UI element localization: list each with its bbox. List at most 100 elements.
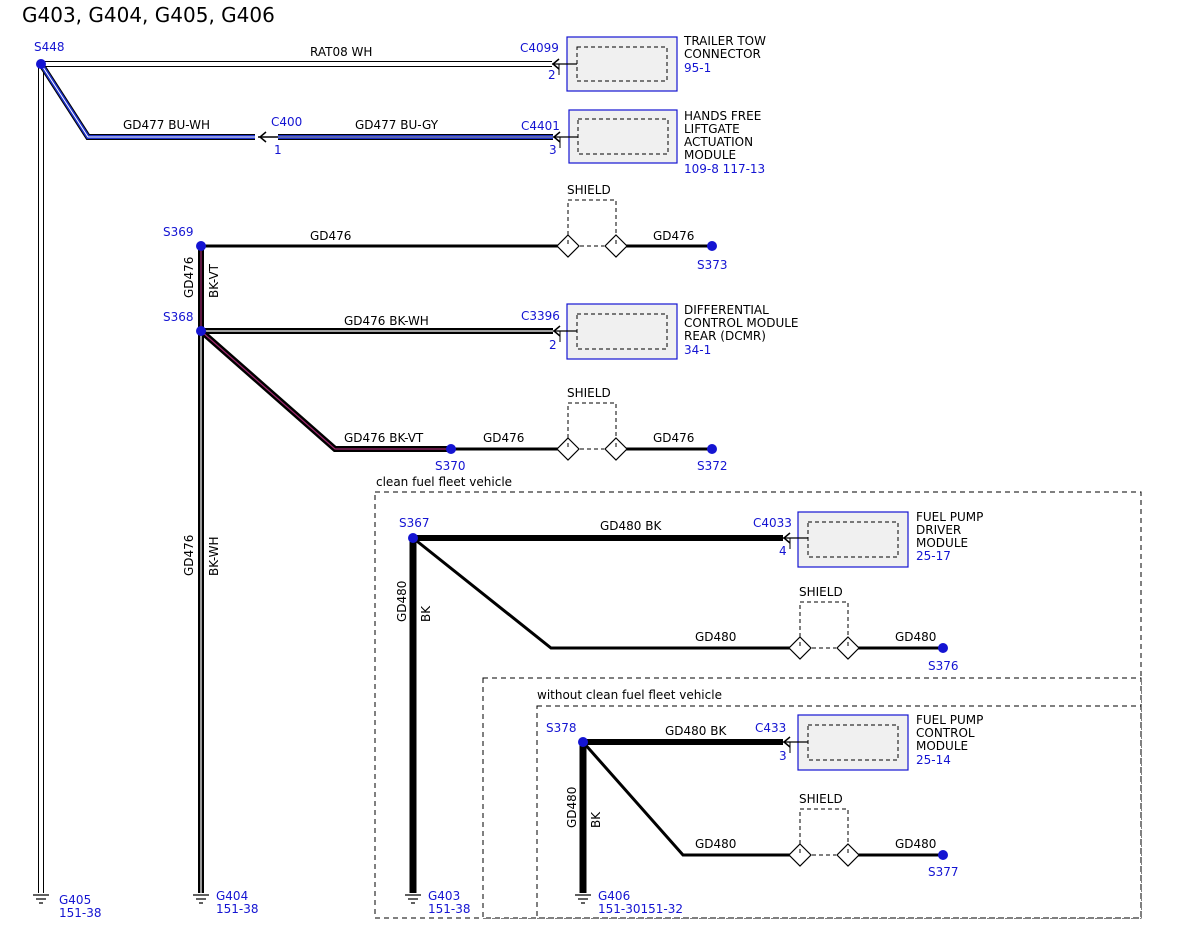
component-fpcm-ref: 25-14	[916, 753, 951, 767]
ground-g406-symbol	[575, 894, 591, 904]
wire-gd476-vert1-color: BK-VT	[207, 263, 221, 298]
connector-c4401-name: C4401	[521, 119, 560, 133]
component-fpdm-line-1: FUEL PUMP	[916, 510, 983, 524]
wire-gd480-vert1-color: BK	[419, 605, 433, 622]
wire-gd480-diag2-label: GD480	[695, 837, 736, 851]
shield-2-label: SHIELD	[567, 386, 611, 400]
component-fpcm-line-2: CONTROL	[916, 726, 975, 740]
wire-gd476-vert1-id: GD476	[182, 257, 196, 298]
connector-c400-pin: 1	[274, 143, 282, 157]
splice-s376-dot	[938, 643, 948, 653]
wire-gd476-vert2-id: GD476	[182, 535, 196, 576]
wire-gd480-vert2-id: GD480	[565, 787, 579, 828]
connector-c433-name: C433	[755, 721, 786, 735]
ground-g406-ref: 151-30151-32	[598, 902, 683, 916]
shield-3	[788, 601, 860, 660]
splice-s368-dot	[196, 326, 206, 336]
component-dcmr-line-3: REAR (DCMR)	[684, 329, 766, 343]
ground-g403-ref: 151-38	[428, 902, 471, 916]
wire-gd476-bkvt-label: GD476 BK-VT	[344, 431, 424, 445]
splice-s369-label: S369	[163, 225, 194, 239]
wire-rat08-wh	[38, 61, 552, 893]
component-trailer-ref: 95-1	[684, 61, 711, 75]
component-liftgate-line-2: LIFTGATE	[684, 122, 740, 136]
connector-c4099-pin: 2	[548, 68, 556, 82]
splice-s369-dot	[196, 241, 206, 251]
splice-s378-dot	[578, 737, 588, 747]
connector-c4033-pin: 4	[779, 544, 787, 558]
component-fpcm-line-1: FUEL PUMP	[916, 713, 983, 727]
component-fpdm-ref: 25-17	[916, 549, 951, 563]
region-clean-fuel-label: clean fuel fleet vehicle	[376, 475, 512, 489]
component-liftgate-line-1: HANDS FREE	[684, 109, 761, 123]
connector-c400-name: C400	[271, 115, 302, 129]
component-fpcm-line-3: MODULE	[916, 739, 968, 753]
splice-s367-label: S367	[399, 516, 430, 530]
splice-s377-label: S377	[928, 865, 959, 879]
shield-2	[556, 402, 628, 461]
splice-s367-dot	[408, 533, 418, 543]
region-without-label: without clean fuel fleet vehicle	[537, 688, 722, 702]
wire-gd480-right1-label: GD480	[895, 630, 936, 644]
ground-g403-name: G403	[428, 889, 460, 903]
wire-gd477-buwh-label: GD477 BU-WH	[123, 118, 210, 132]
splice-s377-dot	[938, 850, 948, 860]
wire-gd480-right2-label: GD480	[895, 837, 936, 851]
splice-s378-label: S378	[546, 721, 577, 735]
component-liftgate-line-3: ACTUATION	[684, 135, 753, 149]
ground-g405-ref: 151-38	[59, 906, 102, 920]
splice-s370-label: S370	[435, 459, 466, 473]
wire-gd476-right2-label: GD476	[653, 431, 694, 445]
component-fuel-pump-driver-module	[782, 511, 909, 568]
shield-3-label: SHIELD	[799, 585, 843, 599]
wire-gd480-bk-2-label: GD480 BK	[665, 724, 727, 738]
component-differential-control-module-rear	[552, 303, 678, 360]
wire-gd480-diagonal-1	[412, 536, 792, 650]
ground-g405-symbol	[33, 894, 49, 904]
component-hands-free-liftgate-module	[552, 109, 678, 164]
component-fpdm-line-3: MODULE	[916, 536, 968, 550]
ground-g404-symbol	[193, 894, 209, 904]
wire-gd476-bk-vt-diagonal	[199, 328, 451, 452]
wire-gd480-diag1-label: GD480	[695, 630, 736, 644]
wire-gd476-top-right-label: GD476	[653, 229, 694, 243]
wire-gd477-bu-wh	[38, 62, 255, 140]
splice-s370-dot	[446, 444, 456, 454]
component-fuel-pump-control-module	[782, 714, 909, 771]
wire-gd480-bk-top-label: GD480 BK	[600, 519, 662, 533]
connector-c4033-name: C4033	[753, 516, 792, 530]
region-without-inner-box	[536, 705, 1142, 919]
splice-s372-label: S372	[697, 459, 728, 473]
shield-4-label: SHIELD	[799, 792, 843, 806]
wire-gd477-bugy-label: GD477 BU-GY	[355, 118, 439, 132]
wire-rat08-label: RAT08 WH	[310, 45, 372, 59]
wire-gd476-mid-label: GD476	[483, 431, 524, 445]
splice-s372-dot	[707, 444, 717, 454]
shield-4	[788, 808, 860, 867]
component-trailer-line-1: TRAILER TOW	[683, 34, 766, 48]
connector-c3396-pin: 2	[549, 338, 557, 352]
connector-c400	[258, 131, 278, 143]
splice-s376-label: S376	[928, 659, 959, 673]
connector-c433-pin: 3	[779, 749, 787, 763]
diagram-title: G403, G404, G405, G406	[22, 3, 275, 27]
component-trailer-line-2: CONNECTOR	[684, 47, 761, 61]
ground-g405-name: G405	[59, 893, 91, 907]
splice-s368-label: S368	[163, 310, 194, 324]
connector-c3396-name: C3396	[521, 309, 560, 323]
splice-s373-dot	[707, 241, 717, 251]
splice-s448-label: S448	[34, 40, 65, 54]
wire-gd480-vert2-color: BK	[589, 811, 603, 828]
splice-s448-dot	[36, 59, 46, 69]
wire-gd480-vert1-id: GD480	[395, 581, 409, 622]
component-liftgate-ref: 109-8 117-13	[684, 162, 765, 176]
splice-s373-label: S373	[697, 258, 728, 272]
component-dcmr-line-2: CONTROL MODULE	[684, 316, 799, 330]
ground-g404-ref: 151-38	[216, 902, 259, 916]
wire-gd480-diagonal-2	[581, 741, 792, 857]
shield-1-label: SHIELD	[567, 183, 611, 197]
component-dcmr-ref: 34-1	[684, 343, 711, 357]
connector-c4099-name: C4099	[520, 41, 559, 55]
wire-gd476-bkwh-label: GD476 BK-WH	[344, 314, 429, 328]
